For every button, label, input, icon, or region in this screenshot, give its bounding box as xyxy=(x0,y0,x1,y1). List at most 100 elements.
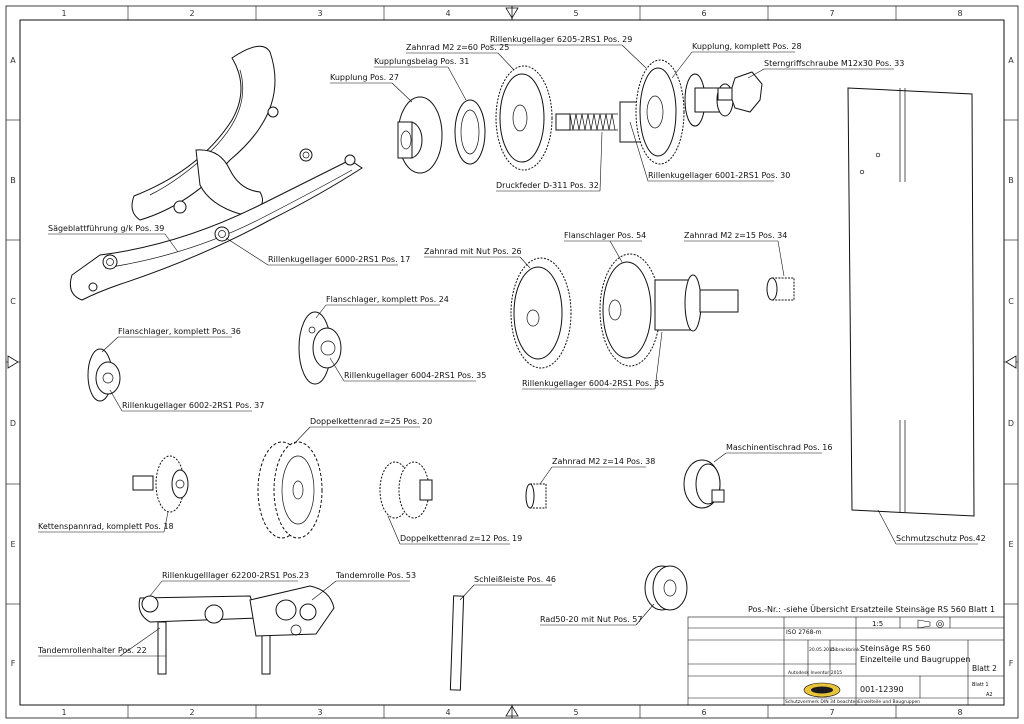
coupling-lining-31-part xyxy=(454,99,486,165)
bottom-description: Einzelteile und Baugruppen xyxy=(858,699,920,705)
drawing-title-2: Einzelteile und Baugruppen xyxy=(860,655,970,664)
label-bearing-35b: Rillenkugellager 6004-2RS1 Pos. 35 xyxy=(522,379,664,388)
grid-labels: 1 2 3 4 5 6 7 8 1 2 3 4 5 6 7 8 A B C D … xyxy=(10,9,1014,717)
col-label: 6 xyxy=(701,9,706,18)
label-sprocket-20: Doppelkettenrad z=25 Pos. 20 xyxy=(310,417,432,426)
saw-blade-guide-part xyxy=(69,148,363,301)
label-spring-32: Druckfeder D-311 Pos. 32 xyxy=(496,181,599,190)
col-label: 1 xyxy=(61,708,66,717)
title-block xyxy=(687,616,1005,706)
date-value: 20.05.2015 xyxy=(809,647,835,653)
centering-marks xyxy=(7,6,1017,718)
gear-34-part xyxy=(766,277,795,301)
norm-value: ISO 2768-m xyxy=(786,629,822,636)
label-star-screw-33: Sterngriffschraube M12x30 Pos. 33 xyxy=(764,59,904,68)
gear-38-part xyxy=(525,483,547,509)
name-value: Dibrackbrink xyxy=(831,647,860,653)
label-table-wheel-16: Maschinentischrad Pos. 16 xyxy=(726,443,832,452)
title-block-text: ISO 2768-m 1:5 20.05.2015 Dibrackbrink S… xyxy=(785,620,997,705)
col-label: 4 xyxy=(445,9,450,18)
label-bearing-35a: Rillenkugellager 6004-2RS1 Pos. 35 xyxy=(344,371,486,380)
col-label: 2 xyxy=(189,9,194,18)
drawing-title-1: Steinsäge RS 560 xyxy=(860,644,931,653)
label-coupling-27: Kupplung Pos. 27 xyxy=(330,73,399,82)
col-label: 5 xyxy=(573,9,578,18)
scale-value: 1:5 xyxy=(872,620,883,628)
label-flange-36: Flanschlager, komplett Pos. 36 xyxy=(118,327,241,336)
label-bearing-30: Rillenkugellager 6001-2RS1 Pos. 30 xyxy=(648,171,790,180)
row-label: B xyxy=(10,176,16,185)
projection-symbol xyxy=(917,619,944,629)
label-gear-25: Zahnrad M2 z=60 Pos. 25 xyxy=(406,43,509,52)
label-flange-54: Flanschlager Pos. 54 xyxy=(564,231,646,240)
row-label: E xyxy=(10,540,15,549)
row-label: D xyxy=(1008,419,1014,428)
wheel-57-part xyxy=(644,565,688,611)
sheet-number: Blatt 2 xyxy=(972,664,997,673)
col-label: 3 xyxy=(317,708,322,717)
coupling-27-part xyxy=(397,96,443,174)
col-label: 6 xyxy=(701,708,706,717)
label-bearing-17: Rillenkugellager 6000-2RS1 Pos. 17 xyxy=(268,255,410,264)
sheet-of: Blatt 1 xyxy=(972,682,989,688)
tandem-roller-53-part xyxy=(249,585,335,637)
col-label: 8 xyxy=(957,708,962,717)
machine-table-wheel-16-part xyxy=(683,459,725,509)
double-sprocket-19-part xyxy=(379,461,433,519)
label-coupling-28: Kupplung, komplett Pos. 28 xyxy=(692,42,802,51)
col-label: 2 xyxy=(189,708,194,717)
label-coupling-lining-31: Kupplungsbelag Pos. 31 xyxy=(374,57,469,66)
label-bearing-23: Rillenkugelllager 62200-2RS1 Pos.23 xyxy=(162,571,309,580)
chain-tensioner-18-part xyxy=(132,455,189,513)
gear-25-part xyxy=(495,65,553,171)
col-label: 1 xyxy=(61,9,66,18)
callouts: Kupplung Pos. 27 Kupplungsbelag Pos. 31 … xyxy=(37,35,986,657)
label-wheel-57: Rad50-20 mit Nut Pos. 57 xyxy=(540,615,642,624)
protection-note: Schutzvermerk DIN 34 beachten xyxy=(785,699,858,705)
label-wear-strip-46: Schleißleiste Pos. 46 xyxy=(474,575,556,584)
paper-format: A2 xyxy=(986,692,993,698)
col-label: 3 xyxy=(317,9,322,18)
flange-bearing-36-part xyxy=(87,348,121,402)
parts-reference-note: Pos.-Nr.: -siehe Übersicht Ersatzteile S… xyxy=(748,604,995,614)
row-label: C xyxy=(10,297,16,306)
row-label: A xyxy=(10,56,16,65)
dirt-guard-42-part xyxy=(847,87,975,517)
col-label: 7 xyxy=(829,708,834,717)
tandem-roller-holder-22-part xyxy=(138,595,271,675)
drawing-number: 001-12390 xyxy=(860,685,904,694)
software-note: Autodesk Inventor 2015 xyxy=(788,670,842,676)
flange-bearing-54-part xyxy=(599,253,739,367)
row-label: E xyxy=(1008,540,1013,549)
label-bearing-29: Rillenkugellager 6205-2RS1 Pos. 29 xyxy=(490,35,632,44)
blade-guard-part xyxy=(131,45,279,221)
col-label: 7 xyxy=(829,9,834,18)
label-gear-34: Zahnrad M2 z=15 Pos. 34 xyxy=(684,231,787,240)
gear-with-groove-26-part xyxy=(510,257,572,369)
star-knob-screw-33-part xyxy=(717,71,763,113)
row-label: F xyxy=(1009,659,1014,668)
col-label: 5 xyxy=(573,708,578,717)
wear-strip-46-part xyxy=(449,595,465,691)
double-sprocket-20-part xyxy=(257,441,323,539)
label-dirt-guard-42: Schmutzschutz Pos.42 xyxy=(896,534,986,543)
row-label: B xyxy=(1008,176,1014,185)
label-gear-26: Zahnrad mit Nut Pos. 26 xyxy=(424,247,522,256)
row-label: F xyxy=(11,659,16,668)
label-flange-24: Flanschlager, komplett Pos. 24 xyxy=(326,295,449,304)
label-bearing-37: Rillenkugellager 6002-2RS1 Pos. 37 xyxy=(122,401,264,410)
label-tandem-holder-22: Tandemrollenhalter Pos. 22 xyxy=(37,646,147,655)
label-sprocket-19: Doppelkettenrad z=12 Pos. 19 xyxy=(400,534,522,543)
compression-spring-32-part xyxy=(555,113,618,131)
row-label: C xyxy=(1008,297,1014,306)
label-tensioner-18: Kettenspannrad, komplett Pos. 18 xyxy=(38,522,174,531)
label-tandem-roller-53: Tandemrolle Pos. 53 xyxy=(335,571,416,580)
label-blade-guide-39: Sägeblattführung g/k Pos. 39 xyxy=(48,224,164,233)
bearing-gear-29-part xyxy=(619,59,685,165)
flange-bearing-24-part xyxy=(298,311,342,385)
col-label: 8 xyxy=(957,9,962,18)
row-label: D xyxy=(10,419,16,428)
company-logo xyxy=(803,682,841,698)
